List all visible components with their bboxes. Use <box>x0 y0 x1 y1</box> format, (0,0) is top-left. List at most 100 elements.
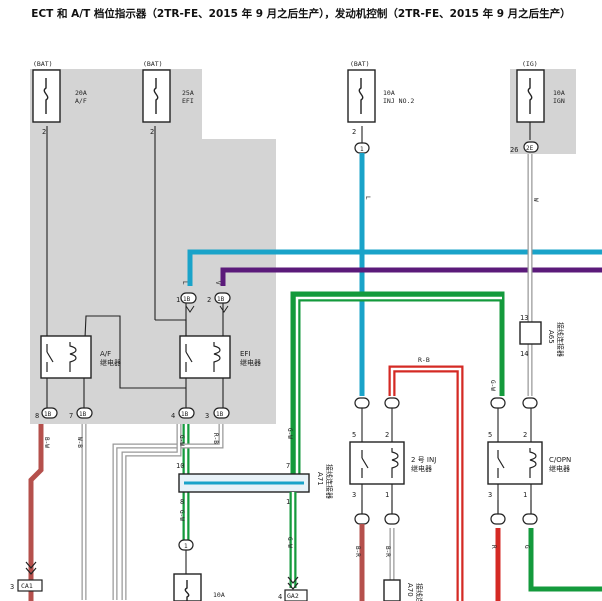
relay-efi-name: EFI <box>240 350 251 358</box>
wire-label-rb-efi: R-B <box>212 433 219 444</box>
fuse-efi-rating: 25A <box>182 89 194 97</box>
relay-inj2-type: 继电器 <box>411 464 432 473</box>
bottom-fuse-rating: 10A <box>213 591 225 599</box>
efi-bottom-conn-4: 1B <box>181 411 189 418</box>
wire-label-w: W <box>532 198 539 202</box>
ga2-pin: 4 <box>278 593 282 601</box>
relay-copn-name: C/OPN <box>549 456 571 464</box>
af-pin-8: 8 <box>35 412 39 420</box>
wire-brown-bw <box>28 424 44 601</box>
relay-inj2-name: 2 号 INJ <box>411 456 436 464</box>
relay-input-connectors <box>354 397 538 409</box>
connector-ga2: 4 GA2 <box>278 576 308 601</box>
fuse-efi: (BAT) 25A EFI 2 <box>142 60 194 136</box>
wire-label-br2: B-R <box>384 546 391 557</box>
connector-a70: A70 接线连接器 <box>383 579 424 601</box>
a70-id: A70 <box>406 583 414 597</box>
fuse-ign-connector: 2E <box>526 145 534 152</box>
wire-rb-white <box>112 424 224 600</box>
a65-id: A65 <box>547 330 555 344</box>
efi-top-conn-1: 1B <box>183 296 191 303</box>
efi-bottom-pin-3: 3 <box>205 412 209 420</box>
a65-pin-13: 13 <box>520 314 528 322</box>
ga2-id: GA2 <box>287 592 299 600</box>
relay-efi-type: 继电器 <box>240 358 261 367</box>
wire-label-gw-efi: G-W <box>178 435 185 446</box>
wire-label-wb: W-B <box>76 437 83 448</box>
wire-rb-red-double-inner <box>390 367 462 601</box>
efi-top-conn-2: 1B <box>217 296 225 303</box>
copn-pin-5: 5 <box>488 431 492 439</box>
fuse-ign-name: IGN <box>553 97 565 105</box>
wire-blue-l <box>187 249 602 396</box>
wire-purple-v <box>220 267 602 286</box>
wire-label-l: L <box>364 196 371 200</box>
wire-label-l2: L <box>181 281 188 285</box>
fuse-inj2-pin: 2 <box>352 128 356 136</box>
fuse-ign-source: (IG) <box>522 60 538 68</box>
fuse-efi-name: EFI <box>182 97 194 105</box>
a71-pin-10: 10 <box>176 462 184 470</box>
af-conn-8: 1B <box>44 411 52 418</box>
relay-copn: 5 2 3 1 C/OPN 继电器 <box>487 408 571 514</box>
wire-gw-green-double-inner <box>295 296 502 474</box>
bottom-fuse: 1 10A <box>173 539 225 601</box>
fuse-af-name: A/F <box>75 97 87 105</box>
inj2-pin-2: 2 <box>385 431 389 439</box>
efi-bottom-pin-4: 4 <box>171 412 175 420</box>
fuse-af-pin: 2 <box>42 128 46 136</box>
wire-label-bw-left: B-W <box>43 437 50 448</box>
af-pin-7: 7 <box>69 412 73 420</box>
wire-label-gw-ga2: G-W <box>286 537 293 548</box>
fuse-ign-rating: 10A <box>553 89 565 97</box>
wire-bw-white-left <box>121 424 182 600</box>
relay-efi: EFI 继电器 <box>179 335 261 379</box>
a71-pin-7: 7 <box>286 462 290 470</box>
copn-pin-2: 2 <box>523 431 527 439</box>
fuse-efi-pin: 2 <box>150 128 154 136</box>
fuse-af: (BAT) 20A A/F 2 <box>32 60 87 136</box>
wire-labels: L L V W R-B G-W B-W W-B G-W R-B G-W G-W … <box>43 196 539 557</box>
af-conn-7: 1B <box>79 411 87 418</box>
inj2-pin-5: 5 <box>352 431 356 439</box>
fuse-ign-pin: 26 <box>510 146 518 154</box>
connector-a65: 13 14 A65 接线连接器 <box>519 314 565 358</box>
svg-text:1: 1 <box>184 543 188 550</box>
fuse-inj2-source: (BAT) <box>350 60 370 68</box>
wire-rb-red-double <box>388 365 464 601</box>
connector-1b-top: 1 1B 2 1B <box>176 292 231 313</box>
a65-type: 接线连接器 <box>556 322 565 357</box>
fuse-inj2: (BAT) 10A INJ NO.2 2 <box>347 60 414 136</box>
shade-relay-block <box>30 139 276 424</box>
ca1-pin: 3 <box>10 583 14 591</box>
fuse-ign: (IG) 10A IGN 26 2E <box>510 60 565 154</box>
wire-label-r: R <box>490 545 497 549</box>
wire-label-gw-right: G-W <box>489 380 496 391</box>
connector-ca1: 3 CA1 <box>10 561 43 592</box>
a71-type: 接线连接器 <box>325 464 334 499</box>
fuse-af-source: (BAT) <box>33 60 53 68</box>
copn-pin-1: 1 <box>523 491 527 499</box>
inj2-pin-1: 1 <box>385 491 389 499</box>
wire-green-gw-large <box>290 291 505 474</box>
connector-1b-bottom: 8 1B 7 1B 4 1B 3 1B <box>35 407 230 420</box>
fuse-inj2-rating: 10A <box>383 89 395 97</box>
fuse-af-rating: 20A <box>75 89 87 97</box>
wiring-diagram: (BAT) 20A A/F 2 (BAT) 25A EFI 2 (BAT) 10… <box>10 60 602 601</box>
fuse-efi-source: (BAT) <box>143 60 163 68</box>
copn-pin-3: 3 <box>488 491 492 499</box>
a65-pin-14: 14 <box>520 350 528 358</box>
relay-copn-type: 继电器 <box>549 464 570 473</box>
relay-af: A/F 继电器 <box>40 335 121 379</box>
efi-top-pin-1: 1 <box>176 296 180 304</box>
connector-inj2-fuse-out: 1 <box>354 142 370 252</box>
wire-bw-white-left-inner <box>122 424 181 600</box>
efi-bottom-conn-3: 1B <box>216 411 224 418</box>
relay-af-type: 继电器 <box>100 358 121 367</box>
wire-label-gw-a71: G-W <box>178 510 185 521</box>
relay-output-connectors <box>354 513 538 525</box>
wire-rb-white-inner <box>113 424 223 600</box>
page-title: ECT 和 A/T 档位指示器（2TR-FE、2015 年 9 月之后生产），发… <box>31 7 571 20</box>
wire-label-br: B-R <box>354 546 361 557</box>
a70-type: 接线连接器 <box>415 583 424 601</box>
